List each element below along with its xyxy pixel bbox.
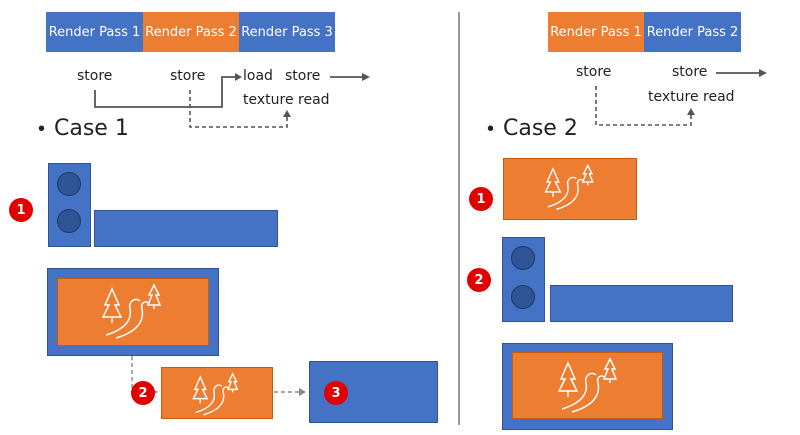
case1-texture-large bbox=[57, 278, 209, 346]
case1-texture-small bbox=[161, 367, 273, 419]
case2-circle-top bbox=[511, 246, 535, 270]
case1-load-label: load bbox=[243, 68, 273, 84]
case2-color-bar bbox=[550, 285, 733, 322]
case1-texture-read-label: texture read bbox=[243, 92, 330, 108]
case1-render-pass-1: Render Pass 1 bbox=[46, 12, 143, 52]
case2-store-label-1: store bbox=[576, 64, 612, 80]
case2-render-pass-2: Render Pass 2 bbox=[644, 12, 741, 52]
landscape-icon bbox=[192, 372, 239, 416]
case1-badge-2: 2 bbox=[131, 381, 155, 405]
case1-title: Case 1 bbox=[54, 116, 129, 141]
case1-badge-1: 1 bbox=[9, 198, 33, 222]
landscape-icon bbox=[101, 283, 162, 339]
case2-badge-2: 2 bbox=[467, 268, 491, 292]
case1-store-label-2: store bbox=[170, 68, 206, 84]
case2-title: Case 2 bbox=[503, 116, 578, 141]
case1-circle-bottom bbox=[57, 209, 81, 233]
case1-store-label-3: store bbox=[285, 68, 321, 84]
case2-badge-1: 1 bbox=[469, 187, 493, 211]
case1-circle-top bbox=[57, 172, 81, 196]
case1-bullet: • bbox=[38, 118, 46, 140]
case2-store-label-2: store bbox=[672, 64, 708, 80]
case2-circle-bottom bbox=[511, 285, 535, 309]
landscape-icon bbox=[544, 163, 594, 211]
case1-badge-3: 3 bbox=[324, 381, 348, 405]
case2-texture-large bbox=[512, 352, 663, 419]
case1-store-label-1: store bbox=[77, 68, 113, 84]
landscape-icon bbox=[557, 357, 618, 413]
case1-color-bar bbox=[94, 210, 278, 247]
case2-texture-read-label: texture read bbox=[648, 89, 735, 105]
case2-render-pass-1: Render Pass 1 bbox=[548, 12, 644, 52]
case2-texture-top bbox=[503, 158, 637, 220]
case1-render-pass-2: Render Pass 2 bbox=[143, 12, 239, 52]
case1-render-pass-3: Render Pass 3 bbox=[239, 12, 335, 52]
case2-bullet: • bbox=[487, 118, 495, 140]
